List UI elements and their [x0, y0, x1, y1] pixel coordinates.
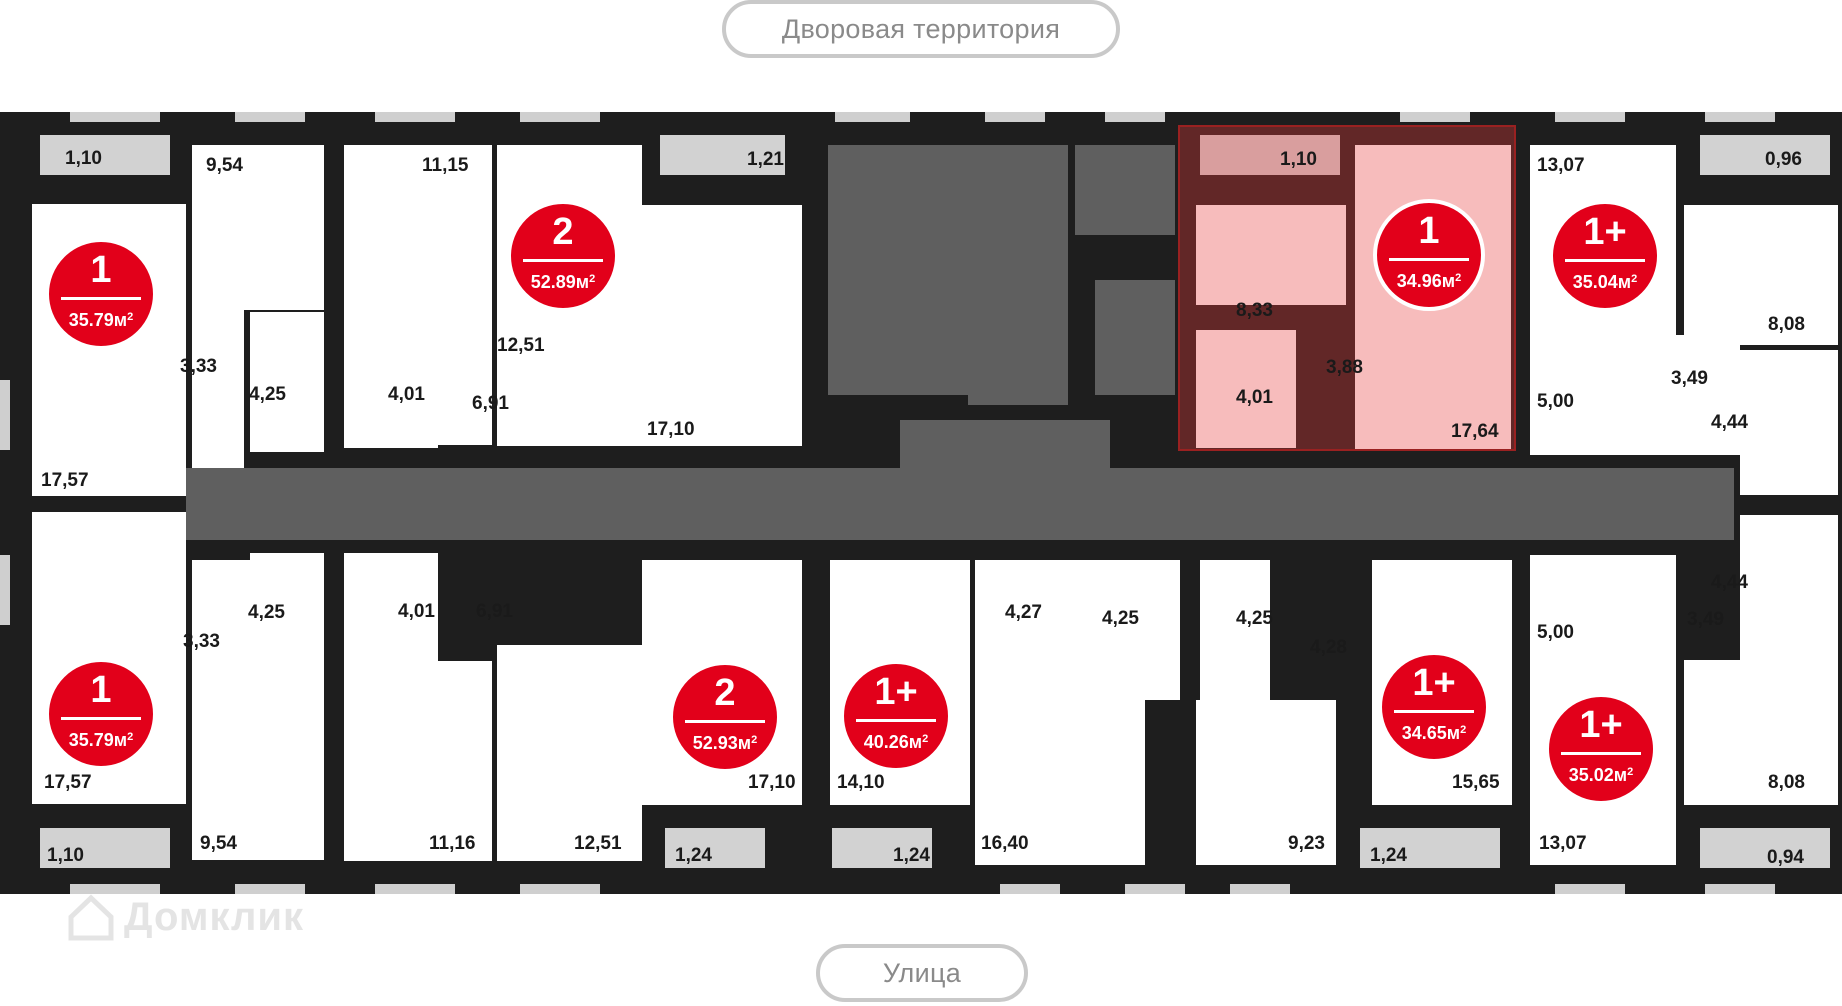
room-area: 17,10 [748, 772, 796, 793]
room-area: 17,10 [647, 419, 695, 440]
windows [0, 112, 1775, 894]
room-area: 13,07 [1537, 155, 1585, 176]
room-area: 3,88 [1326, 357, 1363, 378]
room-area: 17,64 [1451, 421, 1499, 442]
street-label: Улица [816, 944, 1028, 1002]
room-area: 17,57 [44, 772, 92, 793]
apartment-badge[interactable]: 1 34.96м2 [1373, 199, 1485, 311]
room-area: 1,24 [1370, 845, 1407, 866]
room-area: 6,91 [472, 393, 509, 414]
room-area: 3,33 [180, 356, 217, 377]
room-area: 12,51 [497, 335, 545, 356]
room-area: 17,57 [41, 470, 89, 491]
room-area: 4,01 [1236, 387, 1273, 408]
room-area: 4,28 [1310, 637, 1347, 658]
room-area: 5,00 [1537, 391, 1574, 412]
room-area: 1,21 [747, 149, 784, 170]
corridor-top [900, 420, 1110, 470]
room-area: 12,51 [574, 833, 622, 854]
room-area: 0,96 [1765, 149, 1802, 170]
top-balconies [40, 135, 1830, 175]
room-area: 1,10 [65, 148, 102, 169]
apartment-badge[interactable]: 1+ 40.26м2 [840, 660, 952, 772]
room-area: 16,40 [981, 833, 1029, 854]
apartment-badge[interactable]: 2 52.89м2 [507, 200, 619, 312]
room-area: 1,10 [47, 845, 84, 866]
apartment-badge[interactable]: 1+ 35.02м2 [1545, 693, 1657, 805]
room-area: 9,23 [1288, 833, 1325, 854]
apartment-badge[interactable]: 1 35.79м2 [45, 238, 157, 350]
room-area: 4,44 [1711, 572, 1748, 593]
room-area: 9,54 [206, 155, 243, 176]
courtyard-label: Дворовая территория [722, 0, 1120, 58]
room-area: 8,08 [1768, 772, 1805, 793]
room-area: 4,25 [1236, 608, 1273, 629]
room-area: 8,33 [1236, 300, 1273, 321]
room-area: 8,08 [1768, 314, 1805, 335]
domclick-logo-icon [68, 894, 114, 941]
apartment-badge[interactable]: 1+ 35.04м2 [1549, 200, 1661, 312]
room-area: 11,16 [429, 833, 476, 854]
room-area: 0,94 [1767, 847, 1804, 868]
room-area: 6,91 [476, 601, 513, 622]
apartment-badge[interactable]: 2 52.93м2 [669, 661, 781, 773]
room-area: 4,44 [1711, 412, 1748, 433]
core [828, 145, 1180, 405]
room-area: 4,01 [398, 601, 435, 622]
room-area: 1,10 [1280, 149, 1317, 170]
room-area: 3,33 [183, 631, 220, 652]
apartment-badge[interactable]: 1 35.79м2 [45, 658, 157, 770]
room-area: 4,25 [1102, 608, 1139, 629]
room-area: 4,27 [1005, 602, 1042, 623]
room-area: 4,25 [248, 602, 285, 623]
watermark: Домклик [124, 895, 305, 939]
bottom-balconies [40, 828, 1830, 868]
corridor [186, 468, 1734, 540]
room-area: 13,07 [1539, 833, 1587, 854]
room-area: 1,24 [893, 845, 930, 866]
room-area: 4,25 [249, 384, 286, 405]
apartment-badge[interactable]: 1+ 34.65м2 [1378, 651, 1490, 763]
room-area: 5,00 [1537, 622, 1574, 643]
room-area: 4,01 [388, 384, 425, 405]
room-area: 11,15 [422, 155, 469, 176]
room-area: 3,49 [1671, 368, 1708, 389]
room-area: 9,54 [200, 833, 237, 854]
room-area: 3,49 [1687, 609, 1724, 630]
room-area: 1,24 [675, 845, 712, 866]
room-area: 15,65 [1452, 772, 1500, 793]
room-area: 14,10 [837, 772, 885, 793]
